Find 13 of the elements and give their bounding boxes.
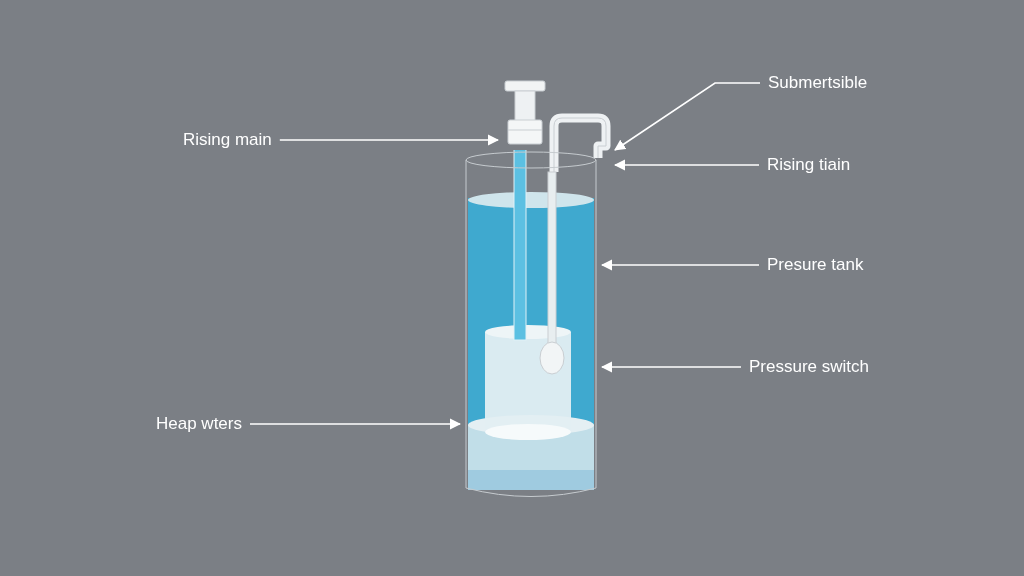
callout-label: Rising tiain <box>767 154 851 176</box>
leader-arrow <box>600 361 742 373</box>
leader-arrow <box>614 82 761 151</box>
callout-label: Presure tank <box>767 254 864 276</box>
callout-label: Submertsible <box>768 72 868 94</box>
leader-arrow <box>279 134 500 146</box>
leader-arrow <box>600 259 760 271</box>
leader-arrow <box>613 159 760 171</box>
callout-label: Rising main <box>183 129 272 151</box>
callout-label: Pressure switch <box>749 356 869 378</box>
callout-label: Heap wters <box>156 413 242 435</box>
leader-arrow <box>249 418 462 430</box>
tank-drawing <box>462 150 600 498</box>
